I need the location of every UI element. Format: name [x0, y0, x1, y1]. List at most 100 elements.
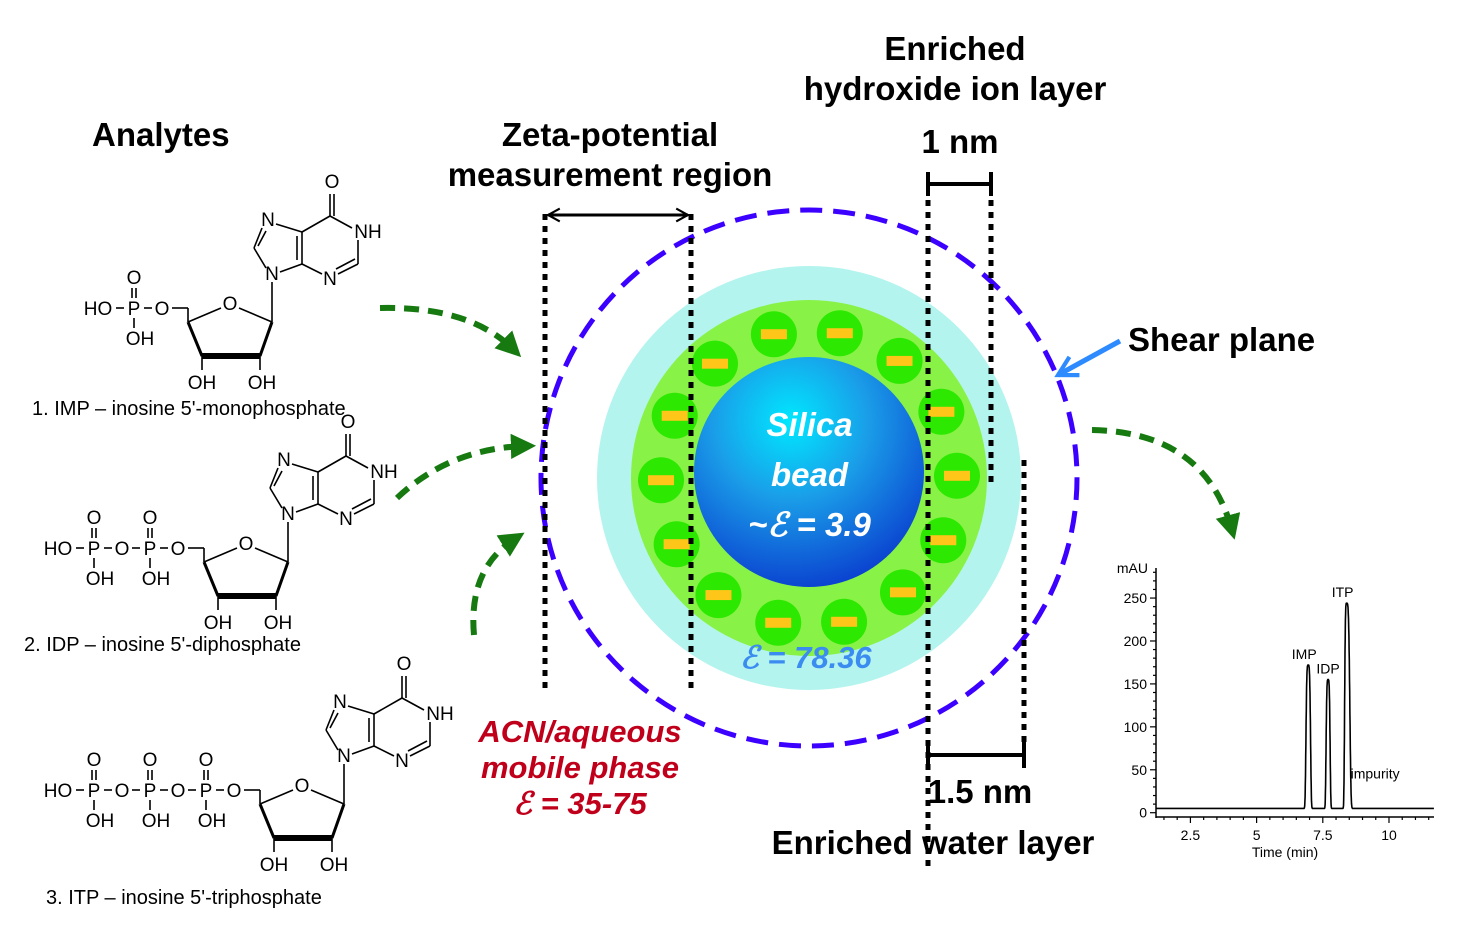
hydroxide-ion	[755, 599, 802, 646]
bond	[409, 745, 431, 757]
negative-charge-icon	[705, 590, 732, 601]
negative-charge-icon	[663, 539, 690, 550]
zeta-title-line1: Zeta-potential	[501, 116, 719, 153]
peak-label-itp: ITP	[1332, 584, 1354, 600]
bead-label-line2: bead	[770, 456, 849, 493]
bond	[258, 803, 276, 839]
ring-oxygen-label: O	[239, 534, 254, 555]
nitrogen-label: N	[261, 210, 275, 231]
bond	[258, 321, 274, 357]
analyte-caption-imp: 1. IMP – inosine 5'-monophosphate	[32, 398, 346, 420]
bond	[273, 470, 283, 487]
nitrogen-label: N	[339, 509, 353, 530]
nitrogen-label: N	[333, 692, 347, 713]
flow-arrow-itp	[470, 532, 525, 636]
bead-permittivity: ~ℰ = 3.9	[748, 506, 871, 543]
bead-label-line1: Silica	[766, 406, 853, 443]
negative-charge-icon	[648, 475, 675, 486]
shear-plane-circle	[538, 207, 1080, 749]
bond	[329, 215, 353, 229]
nitrogen-label: N	[281, 504, 295, 525]
negative-charge-icon	[943, 470, 970, 481]
hydroxyl-label: OH	[126, 329, 155, 350]
hydroxide-ion	[876, 337, 923, 384]
water-permittivity-label: ℰ = 78.36	[740, 640, 872, 675]
bond	[373, 745, 395, 757]
peak-label-impurity: impurity	[1351, 765, 1400, 781]
oxygen-label: O	[127, 268, 142, 289]
analytes-title: Analytes	[92, 116, 230, 153]
bond	[373, 697, 403, 715]
bond	[274, 561, 290, 597]
bond	[259, 789, 294, 805]
ring-oxygen-label: O	[223, 294, 238, 315]
bond	[335, 258, 356, 270]
hydroxide-ion	[750, 311, 797, 358]
bond	[203, 547, 238, 563]
bond	[253, 247, 267, 269]
bond	[238, 307, 273, 323]
hydroxyl-label: OH	[320, 855, 349, 876]
mobile-phase-line1: ACN/aqueous	[478, 714, 682, 749]
oxygen-label: O	[155, 299, 170, 320]
oxygen-label: O	[115, 539, 130, 560]
bond	[317, 455, 347, 473]
hydroxyl-label: OH	[142, 811, 171, 832]
oxygen-label: O	[171, 781, 186, 802]
mobile-phase-line2: mobile phase	[480, 750, 680, 785]
hydroxide-ion	[821, 598, 868, 645]
x-tick-label: 5	[1253, 827, 1261, 843]
carbonyl-oxygen-label: O	[341, 412, 356, 433]
peak-label-imp: IMP	[1292, 646, 1317, 662]
hydroxyl-label: OH	[142, 569, 171, 590]
hydroxyl-label: OH	[204, 613, 233, 634]
negative-charge-icon	[928, 406, 955, 417]
bond	[351, 745, 375, 755]
oxygen-label: O	[227, 781, 242, 802]
bond	[202, 561, 220, 597]
hydroxyl-label: OH	[260, 855, 289, 876]
bond	[186, 321, 204, 357]
bond	[301, 215, 331, 233]
y-tick-label: 150	[1124, 676, 1148, 692]
x-axis-label: Time (min)	[1252, 844, 1318, 860]
x-tick-label: 10	[1381, 827, 1397, 843]
phosphorus-label: P	[144, 539, 157, 560]
peak-label-idp: IDP	[1316, 661, 1339, 677]
zeta-title-line2: measurement region	[447, 156, 773, 193]
mobile-phase-permittivity: ℰ = 35-75	[513, 786, 647, 821]
y-tick-label: 200	[1124, 633, 1148, 649]
negative-charge-icon	[886, 355, 913, 366]
zeta-title: Zeta-potential measurement region	[420, 115, 800, 195]
y-tick-label: 100	[1124, 719, 1148, 735]
phosphorus-label: P	[200, 781, 213, 802]
hydroxyl-label: OH	[248, 373, 277, 394]
negative-charge-icon	[760, 329, 787, 340]
hydroxide-scale-bar	[926, 172, 993, 196]
hydroxide-ion	[651, 392, 698, 439]
bead-label: Silica bead ~ℰ = 3.9	[712, 400, 907, 550]
hydroxyl-label: OH	[188, 373, 217, 394]
hydroxide-width-label: 1 nm	[921, 123, 999, 160]
oxygen-label: O	[171, 539, 186, 560]
bond	[291, 463, 319, 473]
oxygen-label: O	[115, 781, 130, 802]
bond	[353, 503, 375, 515]
hydroxide-ion	[933, 452, 980, 499]
nh-label: NH	[370, 462, 397, 483]
bond	[325, 709, 335, 731]
oxygen-label: O	[143, 508, 158, 529]
nitrogen-label: N	[265, 264, 279, 285]
hydroxyl-label: OH	[264, 613, 293, 634]
hydroxide-ion	[816, 310, 863, 357]
hydroxyl-label: HO	[44, 781, 73, 802]
silica-bead	[694, 357, 924, 587]
hydroxide-title-line1: Enriched	[884, 30, 1026, 67]
bond	[317, 503, 339, 515]
bond	[253, 227, 263, 249]
negative-charge-icon	[889, 587, 916, 598]
bond	[330, 803, 346, 839]
